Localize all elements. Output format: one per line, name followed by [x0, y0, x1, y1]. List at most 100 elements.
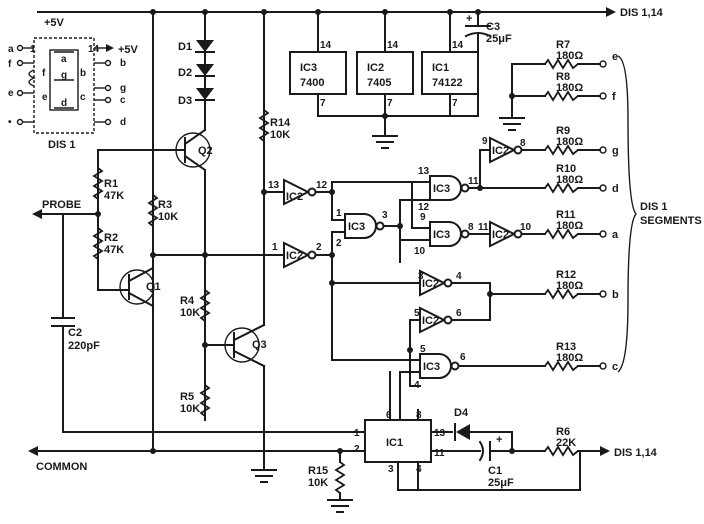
nand-d-pin-out: 6 — [460, 352, 466, 363]
r6-label: R6 — [556, 426, 570, 438]
vcc-rail: +5V DIS 1,14 — [37, 7, 664, 29]
r10-label: R10 — [556, 163, 576, 175]
r14-label: R14 — [270, 117, 291, 129]
resistor-r4: R4 10K — [180, 289, 211, 322]
q1-label: Q1 — [146, 281, 161, 293]
ic2-vcc-pin: 14 — [387, 40, 399, 51]
r9-value: 180Ω — [556, 136, 583, 148]
inverter-ic2-a: IC2 13 12 — [268, 178, 328, 206]
nand-b-pin-in1: 13 — [418, 166, 430, 177]
nand-c-pin-in1: 9 — [420, 212, 426, 223]
diode-d4: D4 — [454, 407, 470, 441]
resistor-r14: R14 10K — [258, 109, 291, 142]
disp-pin-c: c — [120, 95, 126, 106]
r12-label: R12 — [556, 269, 576, 281]
nand-b-name: IC3 — [433, 183, 450, 195]
disp-pin-g: g — [120, 83, 126, 94]
c1-plus: + — [496, 434, 502, 446]
ic1-gnd-pin: 7 — [452, 98, 458, 109]
nand-ic3-a: IC3 1 2 3 — [336, 208, 388, 249]
diode-d2: D2 — [178, 64, 215, 79]
disp-pin-e: e — [8, 88, 14, 99]
inv-a-pin-out: 12 — [316, 180, 328, 191]
q2-label: Q2 — [198, 145, 213, 157]
inv-b1-pin-out: 4 — [456, 271, 462, 282]
ground-ics — [372, 135, 398, 149]
ic3-gnd-pin: 7 — [320, 98, 326, 109]
ic1-part: 74122 — [432, 77, 463, 89]
timer-pin1: 1 — [354, 428, 360, 439]
ic1-vcc-pin: 14 — [452, 40, 464, 51]
r5-label: R5 — [180, 391, 194, 403]
seg-e-label: e — [42, 92, 48, 103]
r13-label: R13 — [556, 341, 576, 353]
inv-aseg-pin-out: 10 — [520, 222, 532, 233]
q1-transistor: Q1 — [97, 266, 161, 308]
dis-bottom-label: DIS 1,14 — [614, 447, 658, 459]
nand-d-name: IC3 — [423, 361, 440, 373]
timer-pin3: 3 — [388, 464, 394, 475]
out-e: e — [612, 51, 618, 63]
seg-a-label: a — [61, 54, 67, 65]
resistor-r1: R1 47K — [92, 167, 124, 202]
d1-label: D1 — [178, 41, 192, 53]
resistor-r6: R6 22K — [544, 426, 579, 457]
nand-ic3-b: IC3 13 12 11 — [418, 166, 479, 213]
inverter-ic2-b: IC2 1 2 — [272, 241, 322, 269]
r2-value: 47K — [104, 244, 124, 256]
ic3-part: 7400 — [300, 77, 324, 89]
diode-d1: D1 — [178, 40, 215, 53]
r13-value: 180Ω — [556, 352, 583, 364]
c2-value: 220pF — [68, 340, 100, 352]
out-g: g — [612, 145, 619, 157]
resistor-r2: R2 47K — [92, 227, 124, 260]
nand-a-pin-in2: 2 — [336, 238, 342, 249]
ic2-name: IC2 — [367, 62, 384, 74]
resistor-r7: R7 180Ω e — [544, 39, 618, 70]
c1-value: 25μF — [488, 477, 514, 489]
segments-label-2: SEGMENTS — [640, 215, 702, 227]
q2-transistor: Q2 — [97, 128, 213, 172]
out-d: d — [612, 183, 619, 195]
r15-label: R15 — [308, 465, 328, 477]
nand-a-pin-in1: 1 — [336, 208, 342, 219]
c3-plus: + — [466, 13, 472, 25]
r11-label: R11 — [556, 209, 576, 221]
inverter-ic2-aseg: IC2 11 10 — [478, 220, 532, 248]
common-label: COMMON — [36, 461, 87, 473]
inverter-ic2-g: IC2 9 8 — [482, 136, 526, 164]
r5-value: 10K — [180, 403, 200, 415]
q3-transistor: Q3 — [224, 323, 267, 368]
r12-value: 180Ω — [556, 280, 583, 292]
r8-value: 180Ω — [556, 82, 583, 94]
disp-pin-f: f — [8, 59, 12, 70]
ic1-timer: IC1 1 2 6 8 13 11 3 4 — [354, 410, 446, 475]
r10-value: 180Ω — [556, 174, 583, 186]
r2-label: R2 — [104, 232, 118, 244]
inv-b1-pin-in: 3 — [418, 271, 424, 282]
nand-b-pin-out: 11 — [468, 176, 479, 187]
resistor-r8: R8 180Ω f — [544, 71, 616, 103]
r4-label: R4 — [180, 295, 195, 307]
inv-b2-name: IC2 — [422, 315, 439, 327]
disp-pin14-num: 14 — [88, 44, 100, 55]
resistor-r3: R3 10K — [147, 194, 178, 227]
timer-pin2: 2 — [354, 444, 360, 455]
r11-value: 180Ω — [556, 220, 583, 232]
r1-label: R1 — [104, 178, 118, 190]
c1-label: C1 — [488, 465, 502, 477]
out-c: c — [612, 361, 618, 373]
c2-label: C2 — [68, 327, 82, 339]
r8-label: R8 — [556, 71, 570, 83]
disp-pin-d: d — [120, 117, 126, 128]
out-f: f — [612, 91, 616, 103]
inv-b2-pin-in: 5 — [414, 308, 420, 319]
ic3-7400: 14 IC3 7400 7 — [289, 9, 347, 117]
r1-value: 47K — [104, 190, 124, 202]
resistor-r13: R13 180Ω c — [544, 341, 618, 373]
disp-vcc-label: +5V — [118, 44, 139, 56]
resistor-r9: R9 180Ω g — [544, 125, 619, 157]
probe-label: PROBE — [42, 199, 81, 211]
r9-label: R9 — [556, 125, 570, 137]
